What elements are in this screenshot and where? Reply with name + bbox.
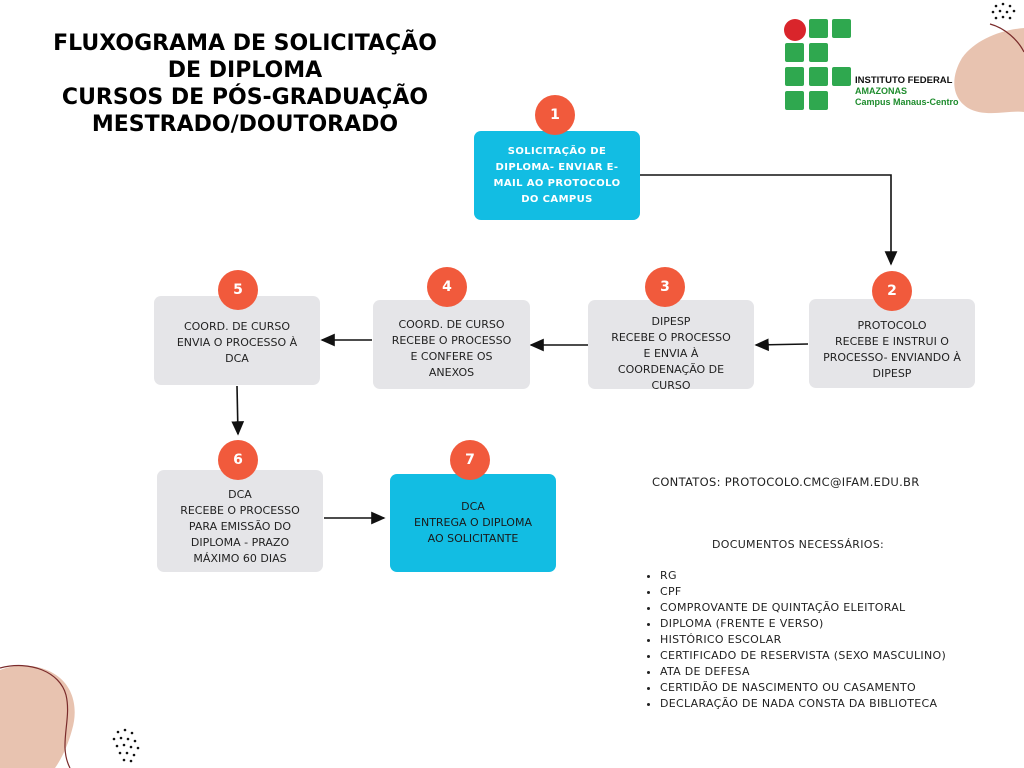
step-6-box: DCA RECEBE O PROCESSO PARA EMISSÃO DO DI… [157, 470, 323, 572]
document-item: RG [660, 568, 946, 584]
step-4-badge: 4 [427, 267, 467, 307]
step-7-badge: 7 [450, 440, 490, 480]
contacts-text: CONTATOS: PROTOCOLO.CMC@IFAM.EDU.BR [652, 475, 920, 489]
step-1-box: SOLICITAÇÃO DE DIPLOMA- ENVIAR E- MAIL A… [474, 131, 640, 220]
top-right-blob [954, 28, 1024, 114]
document-item: DECLARAÇÃO DE NADA CONSTA DA BIBLIOTECA [660, 696, 946, 712]
bottom-left-dots [112, 728, 140, 763]
step-5-box: COORD. DE CURSO ENVIA O PROCESSO À DCA [154, 296, 320, 385]
document-item: CERTIDÃO DE NASCIMENTO OU CASAMENTO [660, 680, 946, 696]
step-5-badge: 5 [218, 270, 258, 310]
document-item: COMPROVANTE DE QUINTAÇÃO ELEITORAL [660, 600, 946, 616]
bottom-left-curve-line [0, 664, 71, 768]
step-2-box: PROTOCOLO RECEBE E INSTRUI O PROCESSO- E… [809, 299, 975, 388]
page-title: FLUXOGRAMA DE SOLICITAÇÃO DE DIPLOMA CUR… [53, 31, 437, 137]
arrow-5-to-6 [231, 385, 245, 436]
documents-title: DOCUMENTOS NECESSÁRIOS: [712, 538, 885, 551]
step-4-box: COORD. DE CURSO RECEBE O PROCESSO E CONF… [373, 300, 530, 389]
logo-text: INSTITUTO FEDERAL AMAZONAS Campus Manaus… [855, 75, 959, 107]
step-6-badge: 6 [218, 440, 258, 480]
step-1-badge: 1 [535, 95, 575, 135]
document-item: DIPLOMA (FRENTE E VERSO) [660, 616, 946, 632]
document-item: CPF [660, 584, 946, 600]
step-3-badge: 3 [645, 267, 685, 307]
step-7-box: DCA ENTREGA O DIPLOMA AO SOLICITANTE [390, 474, 556, 572]
document-item: HISTÓRICO ESCOLAR [660, 632, 946, 648]
document-item: ATA DE DEFESA [660, 664, 946, 680]
bottom-left-blob [0, 665, 75, 768]
documents-list: RG CPF COMPROVANTE DE QUINTAÇÃO ELEITORA… [642, 568, 946, 712]
top-right-curve-line [989, 23, 1024, 53]
step-2-badge: 2 [872, 271, 912, 311]
document-item: CERTIFICADO DE RESERVISTA (SEXO MASCULIN… [660, 648, 946, 664]
step-3-box: DIPESP RECEBE O PROCESSO E ENVIA À COORD… [588, 300, 754, 392]
ifam-logo [784, 19, 851, 110]
arrow-1-to-2 [639, 174, 898, 266]
top-right-dots [991, 2, 1016, 20]
arrow-2-to-3 [754, 338, 809, 352]
